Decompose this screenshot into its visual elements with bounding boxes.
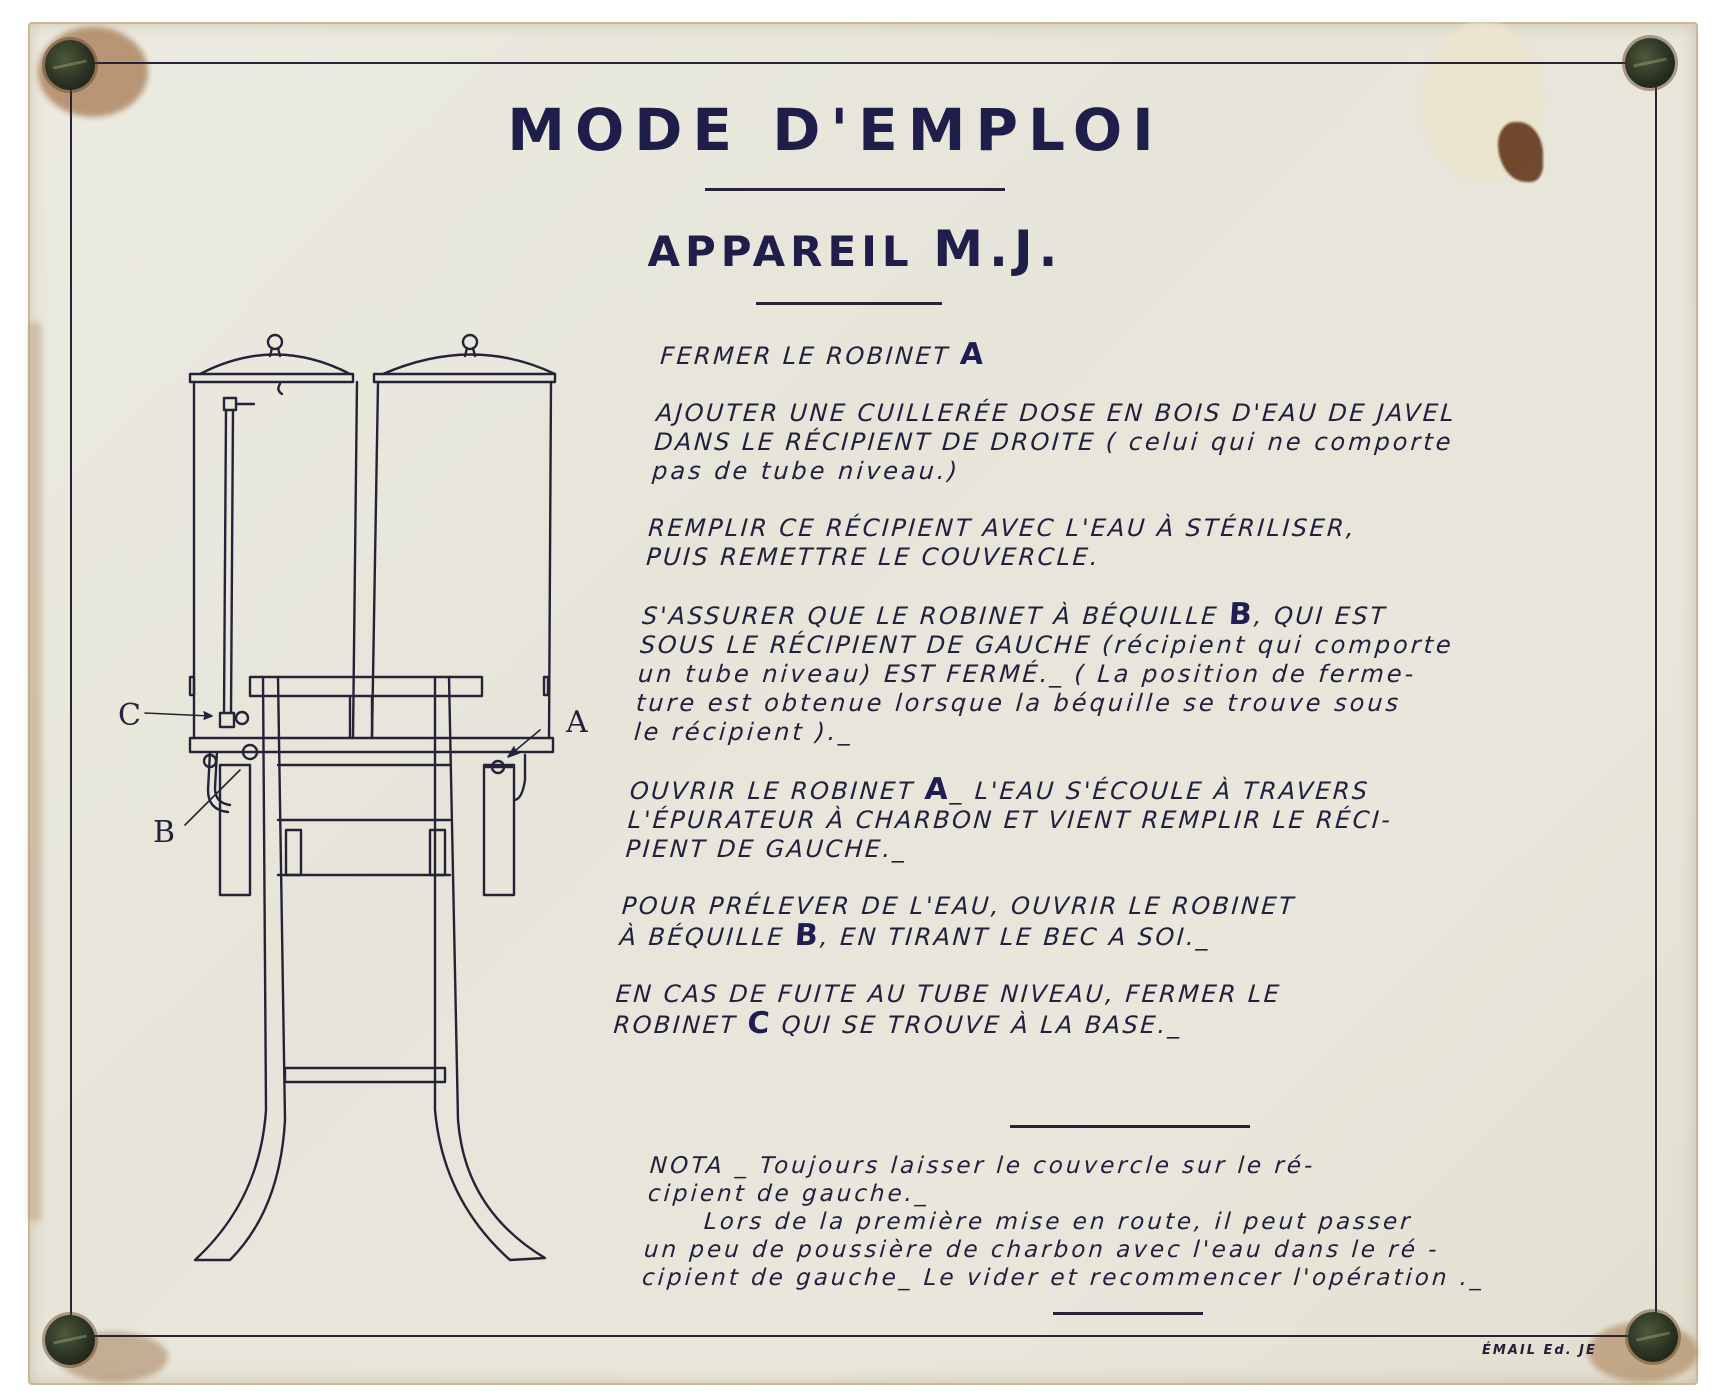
step-1: FERMER LE ROBINET A [659,337,987,372]
key-a: A [923,772,952,807]
step-5: OUVRIR LE ROBINET A_ L'EAU S'ÉCOULE À TR… [624,772,1394,863]
rust-edge-left [28,322,42,1222]
key-b: B [793,918,822,953]
title-divider [705,188,1005,191]
label-arrows [144,711,541,826]
nota-divider [1010,1125,1250,1128]
label-b: B [153,815,175,850]
left-container [188,333,359,740]
label-c: C [118,698,141,733]
step-2: AJOUTER UNE CUILLERÉE DOSE EN BOIS D'EAU… [651,399,1458,485]
plate-subtitle: APPAREIL M.J. [0,220,1716,278]
label-a: A [565,705,588,740]
stand-frame [188,675,555,1262]
end-divider [1053,1312,1203,1315]
step-4: S'ASSURER QUE LE ROBINET À BÉQUILLE B, Q… [633,597,1455,746]
key-b: B [1227,597,1256,632]
key-c: C [746,1006,774,1041]
right-container [370,333,557,740]
step-3: REMPLIR CE RÉCIPIENT AVEC L'EAU À STÉRIL… [645,514,1358,571]
instructions-column: FERMER LE ROBINET A AJOUTER UNE CUILLERÉ… [611,337,1672,1068]
screw-icon-top-right [1625,38,1675,88]
key-a: A [958,337,987,372]
step-7: EN CAS DE FUITE AU TUBE NIVEAU, FERMER L… [612,980,1283,1041]
apparatus-diagram: C B A [118,333,588,1262]
subtitle-prefix: APPAREIL [647,227,914,276]
screw-icon-bottom-right [1628,1312,1678,1362]
model-name: M.J. [933,220,1064,278]
screw-icon-bottom-left [45,1315,95,1365]
screw-icon-top-left [45,40,95,90]
nota-section: NOTA _ Toujours laisser le couvercle sur… [641,1153,1486,1291]
plate-title: MODE D'EMPLOI [507,96,1164,164]
maker-mark: ÉMAIL Ed. JE [1482,1343,1597,1358]
inner-border-frame [70,62,1657,1337]
subtitle-divider [756,302,942,305]
step-6: POUR PRÉLEVER DE L'EAU, OUVRIR LE ROBINE… [618,892,1297,953]
